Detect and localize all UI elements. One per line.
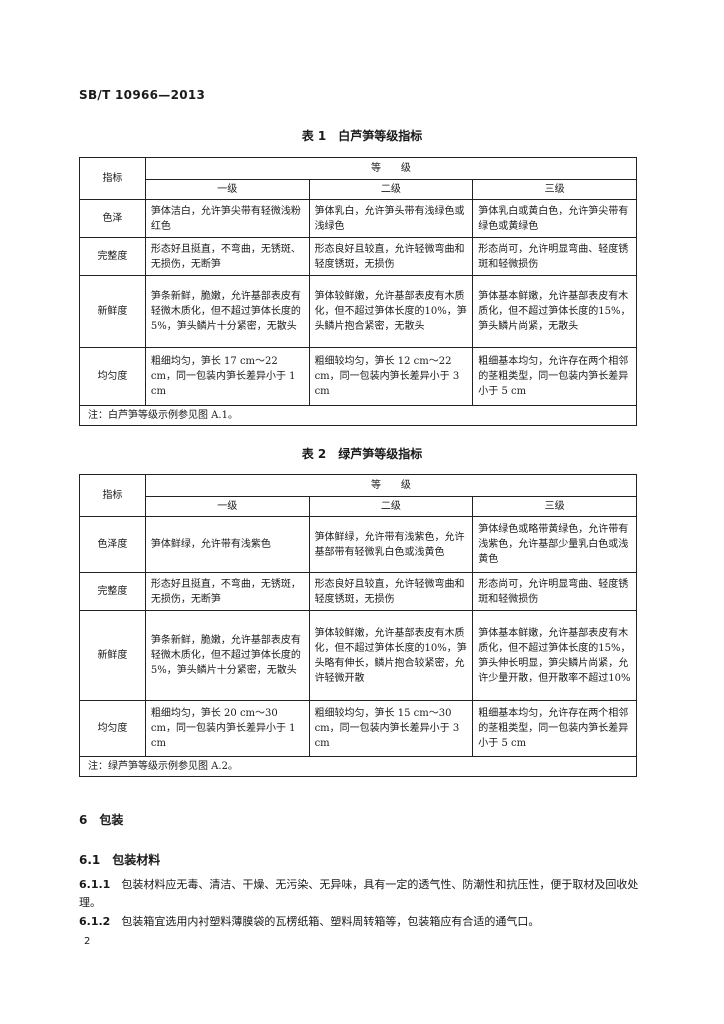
grade-2-header: 二级 [308, 179, 474, 200]
section-heading-6-1: 6.1 包装材料 [79, 851, 160, 868]
table-cell: 形态良好且较直，允许轻微弯曲和轻度锈斑，无损伤 [308, 237, 474, 276]
table2-green-asparagus-grades: 指标 等 级 一级 二级 三级 色泽度 笋体鲜绿，允许带有浅紫色 笋体鲜绿，允许… [79, 474, 638, 777]
row-label: 完整度 [79, 237, 146, 276]
indicator-header: 指标 [79, 157, 146, 200]
table-cell: 笋体鲜绿，允许带有浅紫色，允许基部带有轻微乳白色或浅黄色 [308, 516, 474, 573]
grade-3-header: 三级 [472, 496, 637, 517]
clause-6-1-1: 6.1.1 包装材料应无毒、清洁、干燥、无污染、无异味，具有一定的透气性、防潮性… [79, 876, 639, 912]
table-cell: 笋体乳白，允许笋头带有浅绿色或浅绿色 [308, 199, 474, 238]
section-number: 6 [79, 813, 88, 827]
page-number: 2 [84, 936, 91, 947]
table-cell: 粗细均匀，笋长 20 cm～30 cm，同一包装内笋长差异小于 1 cm [144, 700, 310, 757]
indicator-header: 指标 [79, 474, 146, 517]
row-label: 均匀度 [79, 700, 146, 757]
clause-number: 6.1.1 [79, 878, 111, 891]
grade-3-header: 三级 [472, 179, 637, 200]
table-note: 注：绿芦笋等级示例参见图 A.2。 [79, 756, 637, 777]
table-cell: 笋条新鲜，脆嫩，允许基部表皮有轻微木质化，但不超过笋体长度的5%，笋头鳞片十分紧… [144, 610, 310, 701]
table-cell: 粗细基本均匀，允许存在两个相邻的茎粗类型，同一包装内笋长差异小于 5 cm [472, 700, 637, 757]
clause-number: 6.1.2 [79, 915, 111, 928]
row-label: 色泽度 [79, 516, 146, 573]
grade-2-header: 二级 [308, 496, 474, 517]
grade-header: 等 级 [144, 157, 638, 180]
row-label: 完整度 [79, 572, 146, 611]
table-cell: 笋体较鲜嫩，允许基部表皮有木质化，但不超过笋体长度的10%，笋头鳞片抱合紧密，无… [308, 275, 474, 348]
row-label: 新鲜度 [79, 610, 146, 701]
table1-caption: 表 1 白芦笋等级指标 [301, 129, 423, 143]
section-number: 6.1 [79, 853, 101, 867]
section-title: 包装 [99, 813, 124, 827]
table-cell: 粗细均匀，笋长 17 cm～22 cm，同一包装内笋长差异小于 1 cm [144, 347, 310, 406]
table-row: 新鲜度 笋条新鲜，脆嫩，允许基部表皮有轻微木质化，但不超过笋体长度的5%，笋头鳞… [79, 275, 637, 348]
table-cell: 笋条新鲜，脆嫩，允许基部表皮有轻微木质化，但不超过笋体长度的5%，笋头鳞片十分紧… [144, 275, 310, 348]
table-row: 色泽 笋体洁白，允许笋尖带有轻微浅粉红色 笋体乳白，允许笋头带有浅绿色或浅绿色 … [79, 199, 637, 238]
table-cell: 形态良好且较直，允许轻微弯曲和轻度锈斑，无损伤 [308, 572, 474, 611]
clause-text: 包装材料应无毒、清洁、干燥、无污染、无异味，具有一定的透气性、防潮性和抗压性，便… [79, 878, 639, 909]
table-cell: 粗细基本均匀，允许存在两个相邻的茎粗类型，同一包装内笋长差异小于 5 cm [472, 347, 637, 406]
table-row: 均匀度 粗细均匀，笋长 20 cm～30 cm，同一包装内笋长差异小于 1 cm… [79, 700, 637, 757]
table-cell: 笋体鲜绿，允许带有浅紫色 [144, 516, 310, 573]
clause-6-1-2: 6.1.2 包装箱宜选用内衬塑料薄膜袋的瓦楞纸箱、塑料周转箱等，包装箱应有合适的… [79, 913, 639, 931]
table-cell: 笋体乳白或黄白色，允许笋尖带有绿色或黄绿色 [472, 199, 637, 238]
section-heading-6: 6 包装 [79, 811, 123, 828]
clause-text: 包装箱宜选用内衬塑料薄膜袋的瓦楞纸箱、塑料周转箱等，包装箱应有合适的通气口。 [121, 915, 540, 928]
table-cell: 笋体基本鲜嫩，允许基部表皮有木质化，但不超过笋体长度的15%，笋头鳞片尚紧，无散… [472, 275, 637, 348]
grade-1-header: 一级 [144, 179, 310, 200]
table-note: 注：白芦笋等级示例参见图 A.1。 [79, 405, 637, 426]
table-cell: 笋体绿色或略带黄绿色，允许带有浅紫色，允许基部少量乳白色或浅黄色 [472, 516, 637, 573]
table-row: 完整度 形态好且挺直，不弯曲，无锈斑、无损伤，无断笋 形态良好且较直，允许轻微弯… [79, 237, 637, 276]
row-label: 均匀度 [79, 347, 146, 406]
row-label: 新鲜度 [79, 275, 146, 348]
grade-header: 等 级 [144, 474, 638, 497]
row-label: 色泽 [79, 199, 146, 238]
table-row: 均匀度 粗细均匀，笋长 17 cm～22 cm，同一包装内笋长差异小于 1 cm… [79, 347, 637, 406]
table1-white-asparagus-grades: 指标 等 级 一级 二级 三级 色泽 笋体洁白，允许笋尖带有轻微浅粉红色 笋体乳… [79, 157, 638, 426]
section-title: 包装材料 [112, 853, 161, 867]
table2-caption: 表 2 绿芦笋等级指标 [301, 447, 423, 461]
table-cell: 形态好且挺直，不弯曲，无锈斑、无损伤，无断笋 [144, 237, 310, 276]
table-cell: 笋体较鲜嫩，允许基部表皮有木质化，但不超过笋体长度的10%，笋头略有伸长，鳞片抱… [308, 610, 474, 701]
table-cell: 形态好且挺直，不弯曲，无锈斑，无损伤，无断笋 [144, 572, 310, 611]
table-cell: 粗细较均匀，笋长 15 cm～30 cm，同一包装内笋长差异小于 3 cm [308, 700, 474, 757]
table-cell: 粗细较均匀，笋长 12 cm～22 cm，同一包装内笋长差异小于 3 cm [308, 347, 474, 406]
table-row: 色泽度 笋体鲜绿，允许带有浅紫色 笋体鲜绿，允许带有浅紫色，允许基部带有轻微乳白… [79, 516, 637, 573]
table-cell: 笋体洁白，允许笋尖带有轻微浅粉红色 [144, 199, 310, 238]
table-cell: 形态尚可，允许明显弯曲、轻度锈斑和轻微损伤 [472, 237, 637, 276]
table-cell: 笋体基本鲜嫩，允许基部表皮有木质化，但不超过笋体长度的15%，笋头伸长明显，笋尖… [472, 610, 637, 701]
table-cell: 形态尚可，允许明显弯曲、轻度锈斑和轻微损伤 [472, 572, 637, 611]
table-row: 完整度 形态好且挺直，不弯曲，无锈斑，无损伤，无断笋 形态良好且较直，允许轻微弯… [79, 572, 637, 611]
standard-code: SB/T 10966—2013 [79, 88, 206, 102]
grade-1-header: 一级 [144, 496, 310, 517]
table-row: 新鲜度 笋条新鲜，脆嫩，允许基部表皮有轻微木质化，但不超过笋体长度的5%，笋头鳞… [79, 610, 637, 701]
